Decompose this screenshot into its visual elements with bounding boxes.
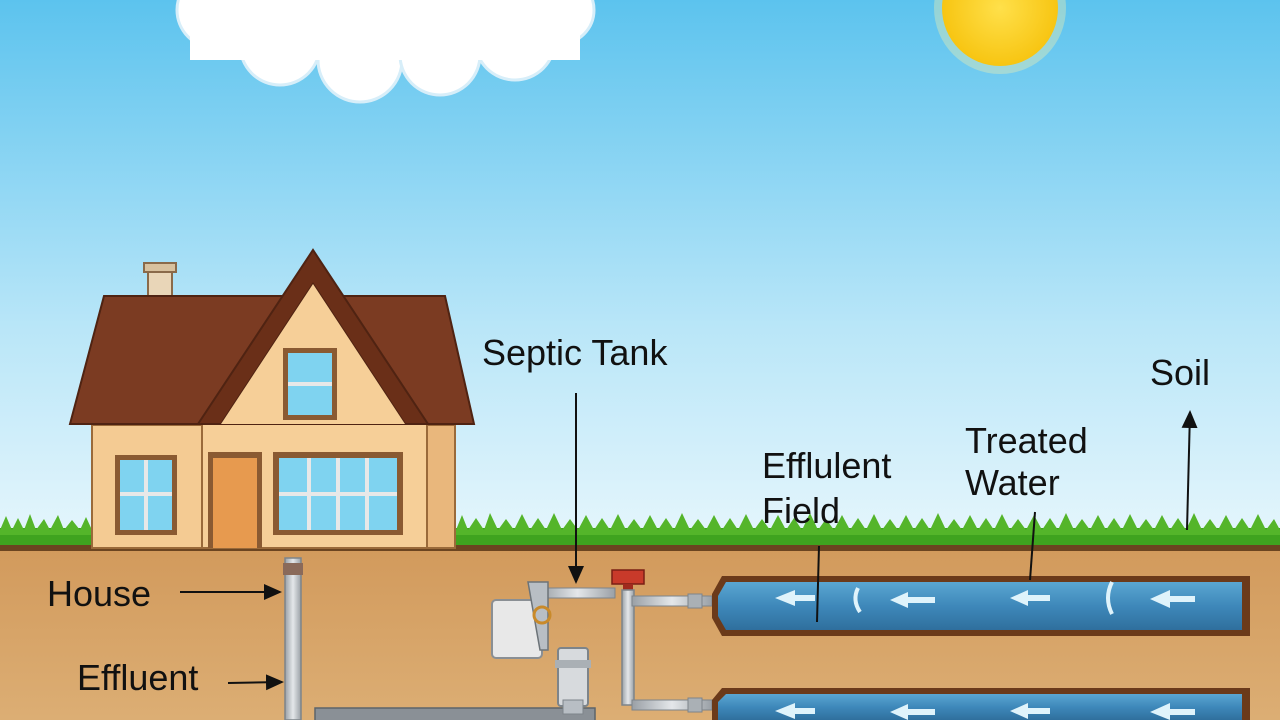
effluent-field-trench-upper xyxy=(712,576,1250,636)
house-drain-pipe xyxy=(283,557,303,720)
treated-water-leader xyxy=(1029,511,1036,581)
label-treated-water-line1: Treated xyxy=(965,420,1088,461)
arrow-icon xyxy=(1150,590,1195,608)
label-effluent-field-line2: Field xyxy=(762,490,841,531)
label-house: House xyxy=(47,573,152,614)
label-septic-tank: Septic Tank xyxy=(482,332,668,373)
label-effluent: Effluent xyxy=(77,657,199,698)
flow-arrows-upper xyxy=(775,581,1195,615)
house-icon xyxy=(68,248,476,549)
label-soil: Soil xyxy=(1150,352,1211,393)
arrow-icon xyxy=(890,704,935,720)
effluent-field-trench-lower xyxy=(712,688,1250,720)
effluent-field-leader xyxy=(816,545,820,623)
arrow-icon xyxy=(775,590,815,606)
arrow-icon xyxy=(890,592,935,608)
flow-arrows-lower xyxy=(775,703,1195,720)
sun-icon xyxy=(934,0,1066,74)
soil-leader xyxy=(1181,410,1198,531)
label-treated-water-line2: Water xyxy=(965,462,1060,503)
arrow-icon xyxy=(1010,703,1050,719)
effluent-leader xyxy=(227,674,284,691)
leader-lines xyxy=(180,393,1198,691)
cloud-icon xyxy=(175,0,596,104)
arrow-icon xyxy=(775,703,815,719)
label-effluent-field-line1: Efflulent xyxy=(762,445,892,486)
septic-tank-assembly xyxy=(491,569,713,715)
arrow-icon xyxy=(1010,590,1050,606)
arrow-icon xyxy=(1150,703,1195,720)
bottom-pipe xyxy=(314,707,596,720)
